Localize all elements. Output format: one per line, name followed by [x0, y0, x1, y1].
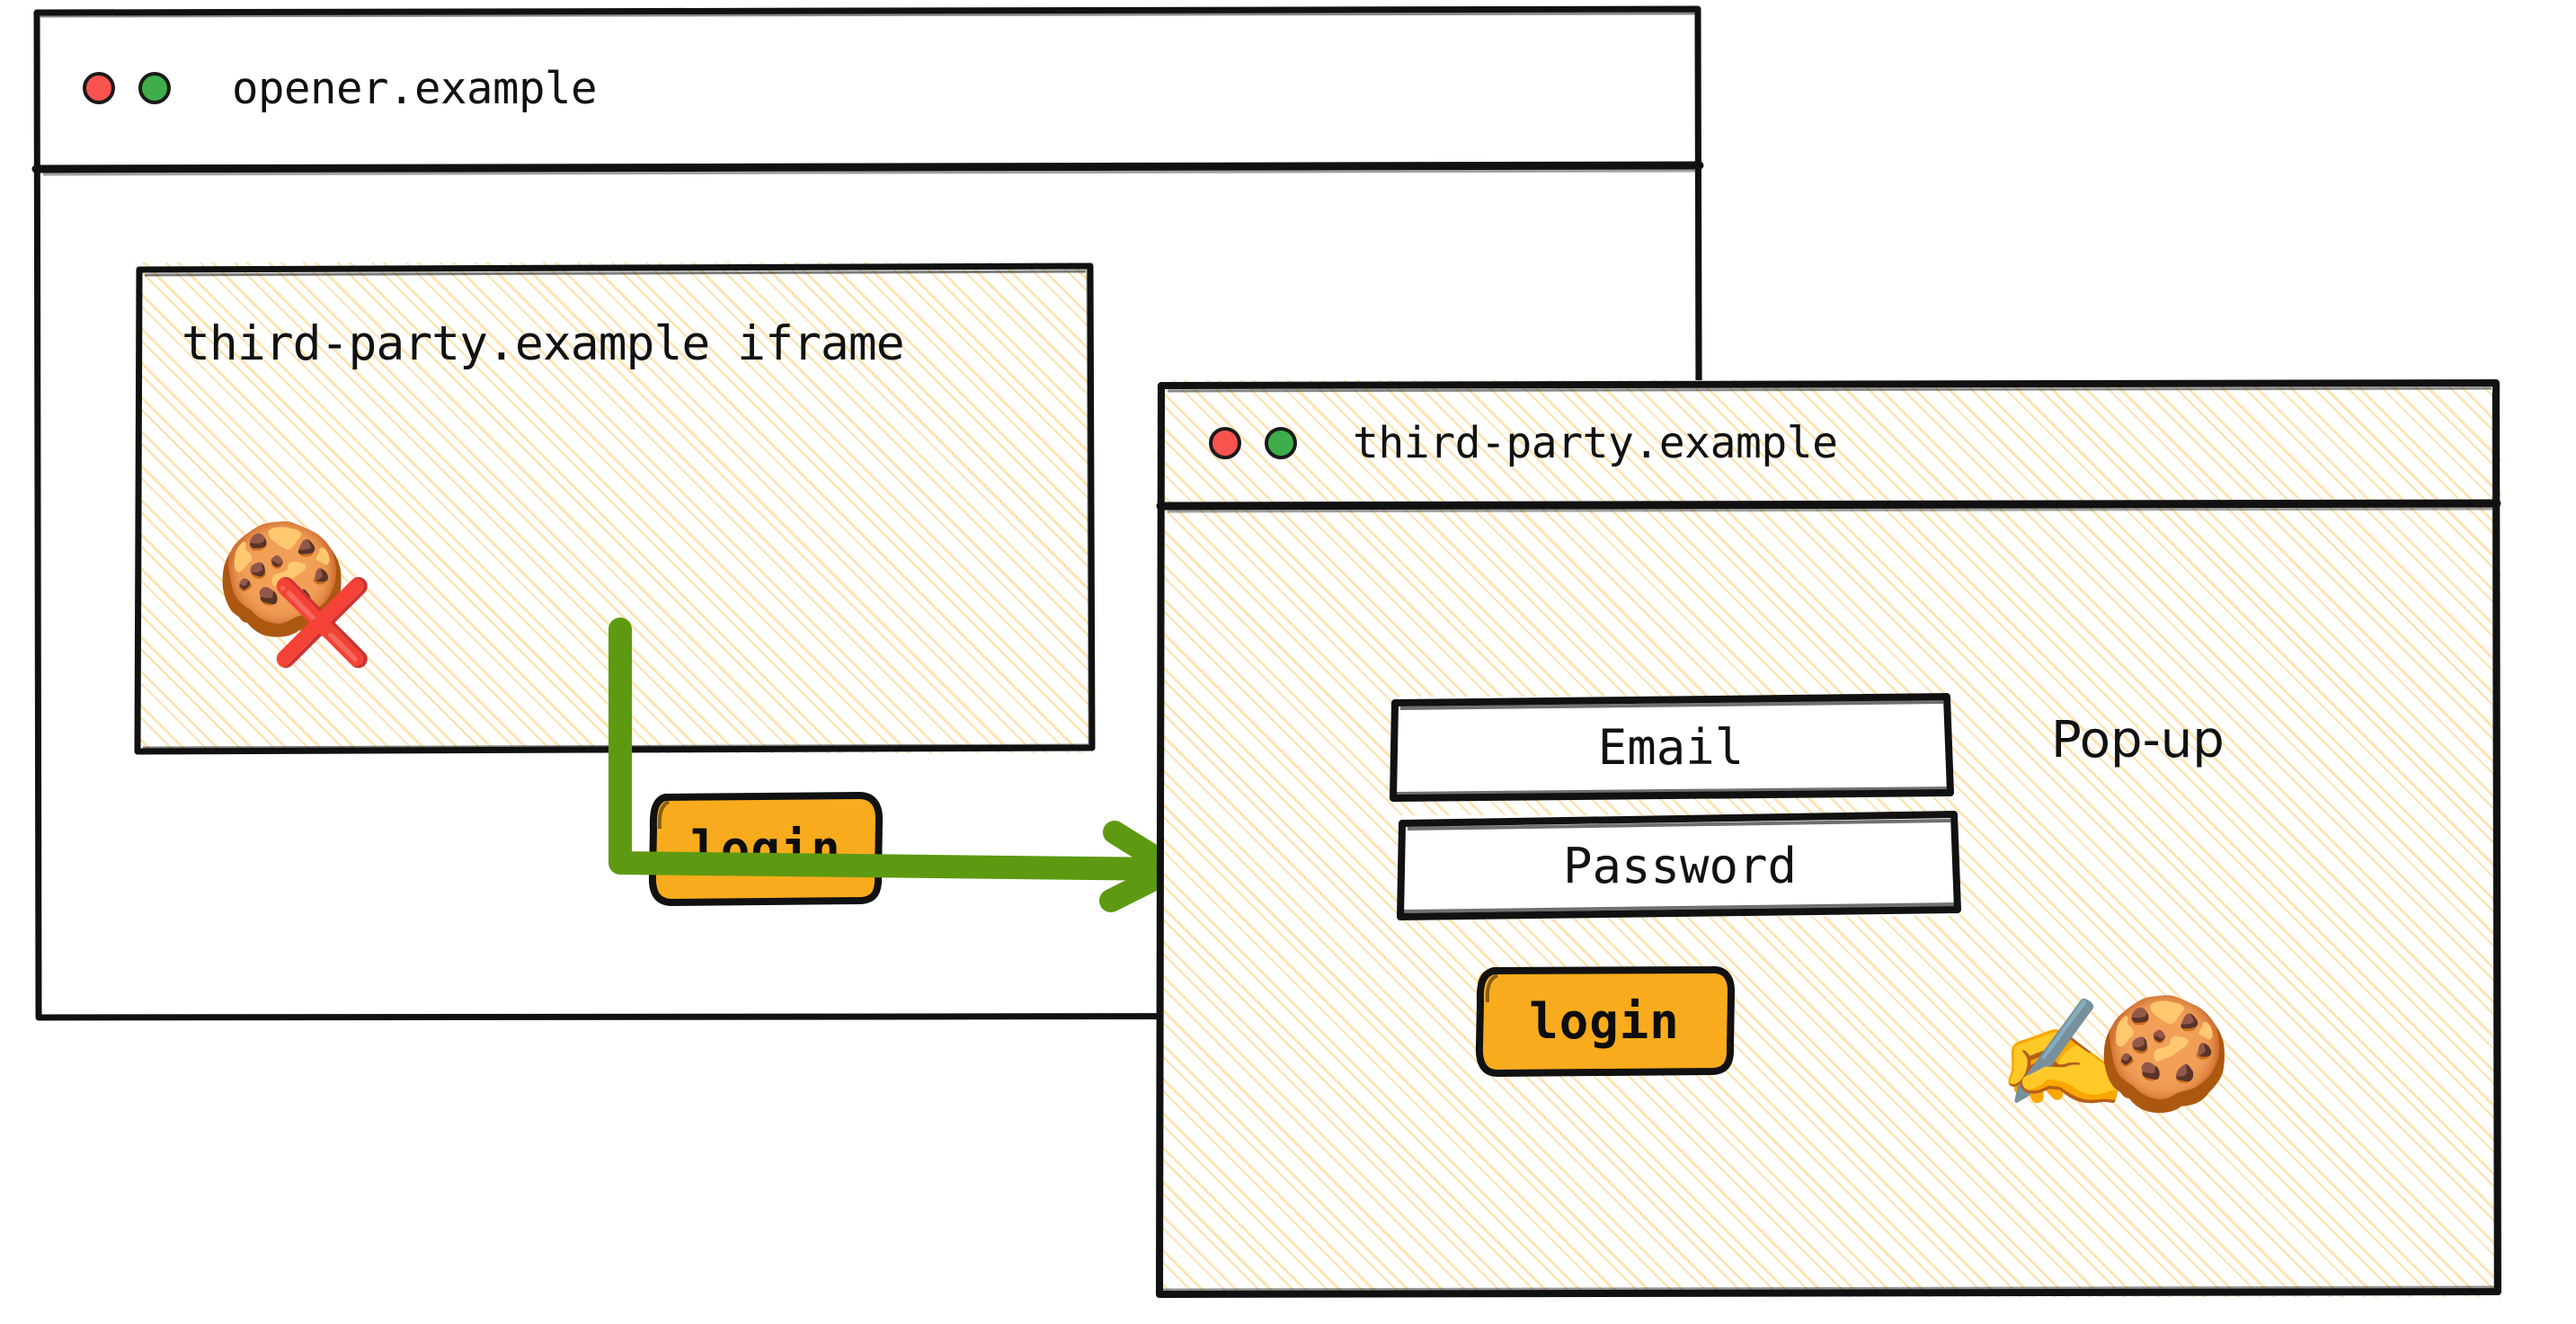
iframe-login-button-label: login	[690, 820, 841, 877]
opener-window-title: opener.example	[232, 62, 598, 114]
cross-mark-icon: ❌	[271, 574, 374, 671]
third-party-iframe: third-party.example iframe 🍪 ❌ login	[134, 262, 1096, 906]
popup-traffic-lights	[1209, 427, 1297, 459]
email-field-value: Email	[1597, 718, 1745, 776]
popup-window-title: third-party.example	[1353, 418, 1838, 468]
password-field[interactable]: Password	[1397, 811, 1961, 920]
opener-titlebar: opener.example	[34, 7, 1702, 169]
close-dot[interactable]	[83, 72, 115, 104]
writing-hand-icon: ✍️	[1997, 991, 2129, 1115]
popup-login-button-label: login	[1529, 992, 1680, 1050]
popup-annotation-label: Pop-up	[2051, 711, 2225, 769]
opener-traffic-lights	[83, 72, 171, 104]
iframe-label: third-party.example iframe	[182, 316, 905, 371]
popup-titlebar: third-party.example	[1157, 380, 2500, 506]
popup-browser-window: third-party.example Email	[1156, 379, 2501, 1298]
iframe-login-button[interactable]: login	[648, 792, 884, 906]
popup-login-button[interactable]: login	[1475, 965, 1736, 1077]
cookie-icon: 🍪	[2096, 990, 2233, 1117]
close-dot[interactable]	[1209, 427, 1241, 459]
cookie-icon: 🍪	[215, 517, 350, 642]
email-field[interactable]: Email	[1390, 693, 1954, 802]
maximize-dot[interactable]	[1265, 427, 1297, 459]
maximize-dot[interactable]	[138, 72, 171, 104]
password-field-value: Password	[1562, 837, 1798, 894]
